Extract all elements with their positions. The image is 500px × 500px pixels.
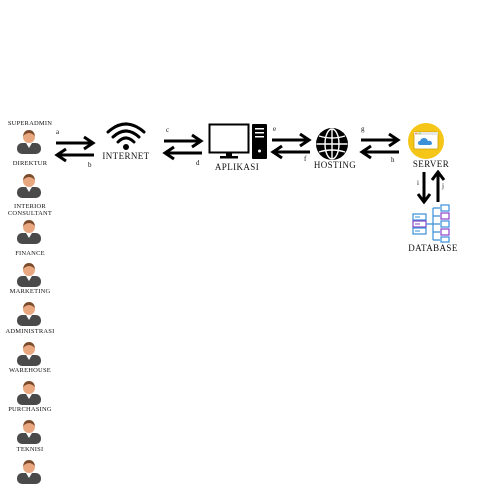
connector-letter-e: e	[273, 125, 277, 133]
role-label-administrasi: ADMINISTRASI	[5, 328, 55, 335]
role-label-teknisi: TEKNISI	[16, 446, 44, 453]
bidirectional-arrow-icon	[270, 132, 312, 160]
connector-letter-c: c	[166, 126, 170, 134]
user-avatar-icon	[17, 174, 41, 198]
role-label-superadmin: SUPERADMIN	[7, 120, 53, 127]
bidirectional-arrow-icon	[54, 135, 96, 163]
connector-letter-d: d	[196, 159, 200, 167]
user-avatar-icon	[17, 302, 41, 326]
user-avatar-icon	[17, 460, 41, 484]
node-label-aplikasi: APLIKASI	[214, 162, 260, 172]
node-label-server: SERVER	[412, 159, 450, 169]
user-avatar-icon	[17, 130, 41, 154]
bidirectional-arrow-icon	[359, 132, 401, 160]
node-label-database: DATABASE	[408, 243, 458, 253]
node-label-internet: INTERNET	[102, 151, 150, 161]
bidirectional-vertical-arrow-icon	[416, 170, 446, 204]
wifi-icon	[106, 122, 146, 150]
user-avatar-icon	[17, 342, 41, 366]
bidirectional-arrow-icon	[162, 133, 204, 161]
user-avatar-icon	[17, 381, 41, 405]
connector-letter-g: g	[361, 125, 365, 133]
node-label-hosting: HOSTING	[313, 160, 357, 170]
connector-letter-f: f	[304, 155, 307, 163]
user-avatar-icon	[17, 220, 41, 244]
cloud-server-icon	[408, 123, 444, 159]
user-avatar-icon	[17, 420, 41, 444]
globe-icon	[316, 128, 348, 160]
user-avatar-icon	[17, 263, 41, 287]
role-label-finance: FINANCE	[15, 250, 45, 257]
connector-letter-b: b	[88, 161, 92, 169]
role-label-purchasing: PURCHASING	[8, 406, 52, 413]
desktop-computer-icon	[208, 123, 267, 159]
connector-letter-h: h	[391, 156, 395, 164]
database-network-icon	[412, 204, 450, 243]
role-label-warehouse: WAREHOUSE	[9, 367, 51, 374]
connector-letter-j: j	[442, 182, 444, 190]
role-label-marketing: MARKETING	[9, 288, 51, 295]
connector-letter-a: a	[56, 128, 60, 136]
role-label-direktur: DIREKTUR	[12, 160, 48, 167]
connector-letter-i: i	[417, 179, 419, 187]
role-label-interior-consultant: INTERIOR CONSULTANT	[7, 203, 53, 217]
